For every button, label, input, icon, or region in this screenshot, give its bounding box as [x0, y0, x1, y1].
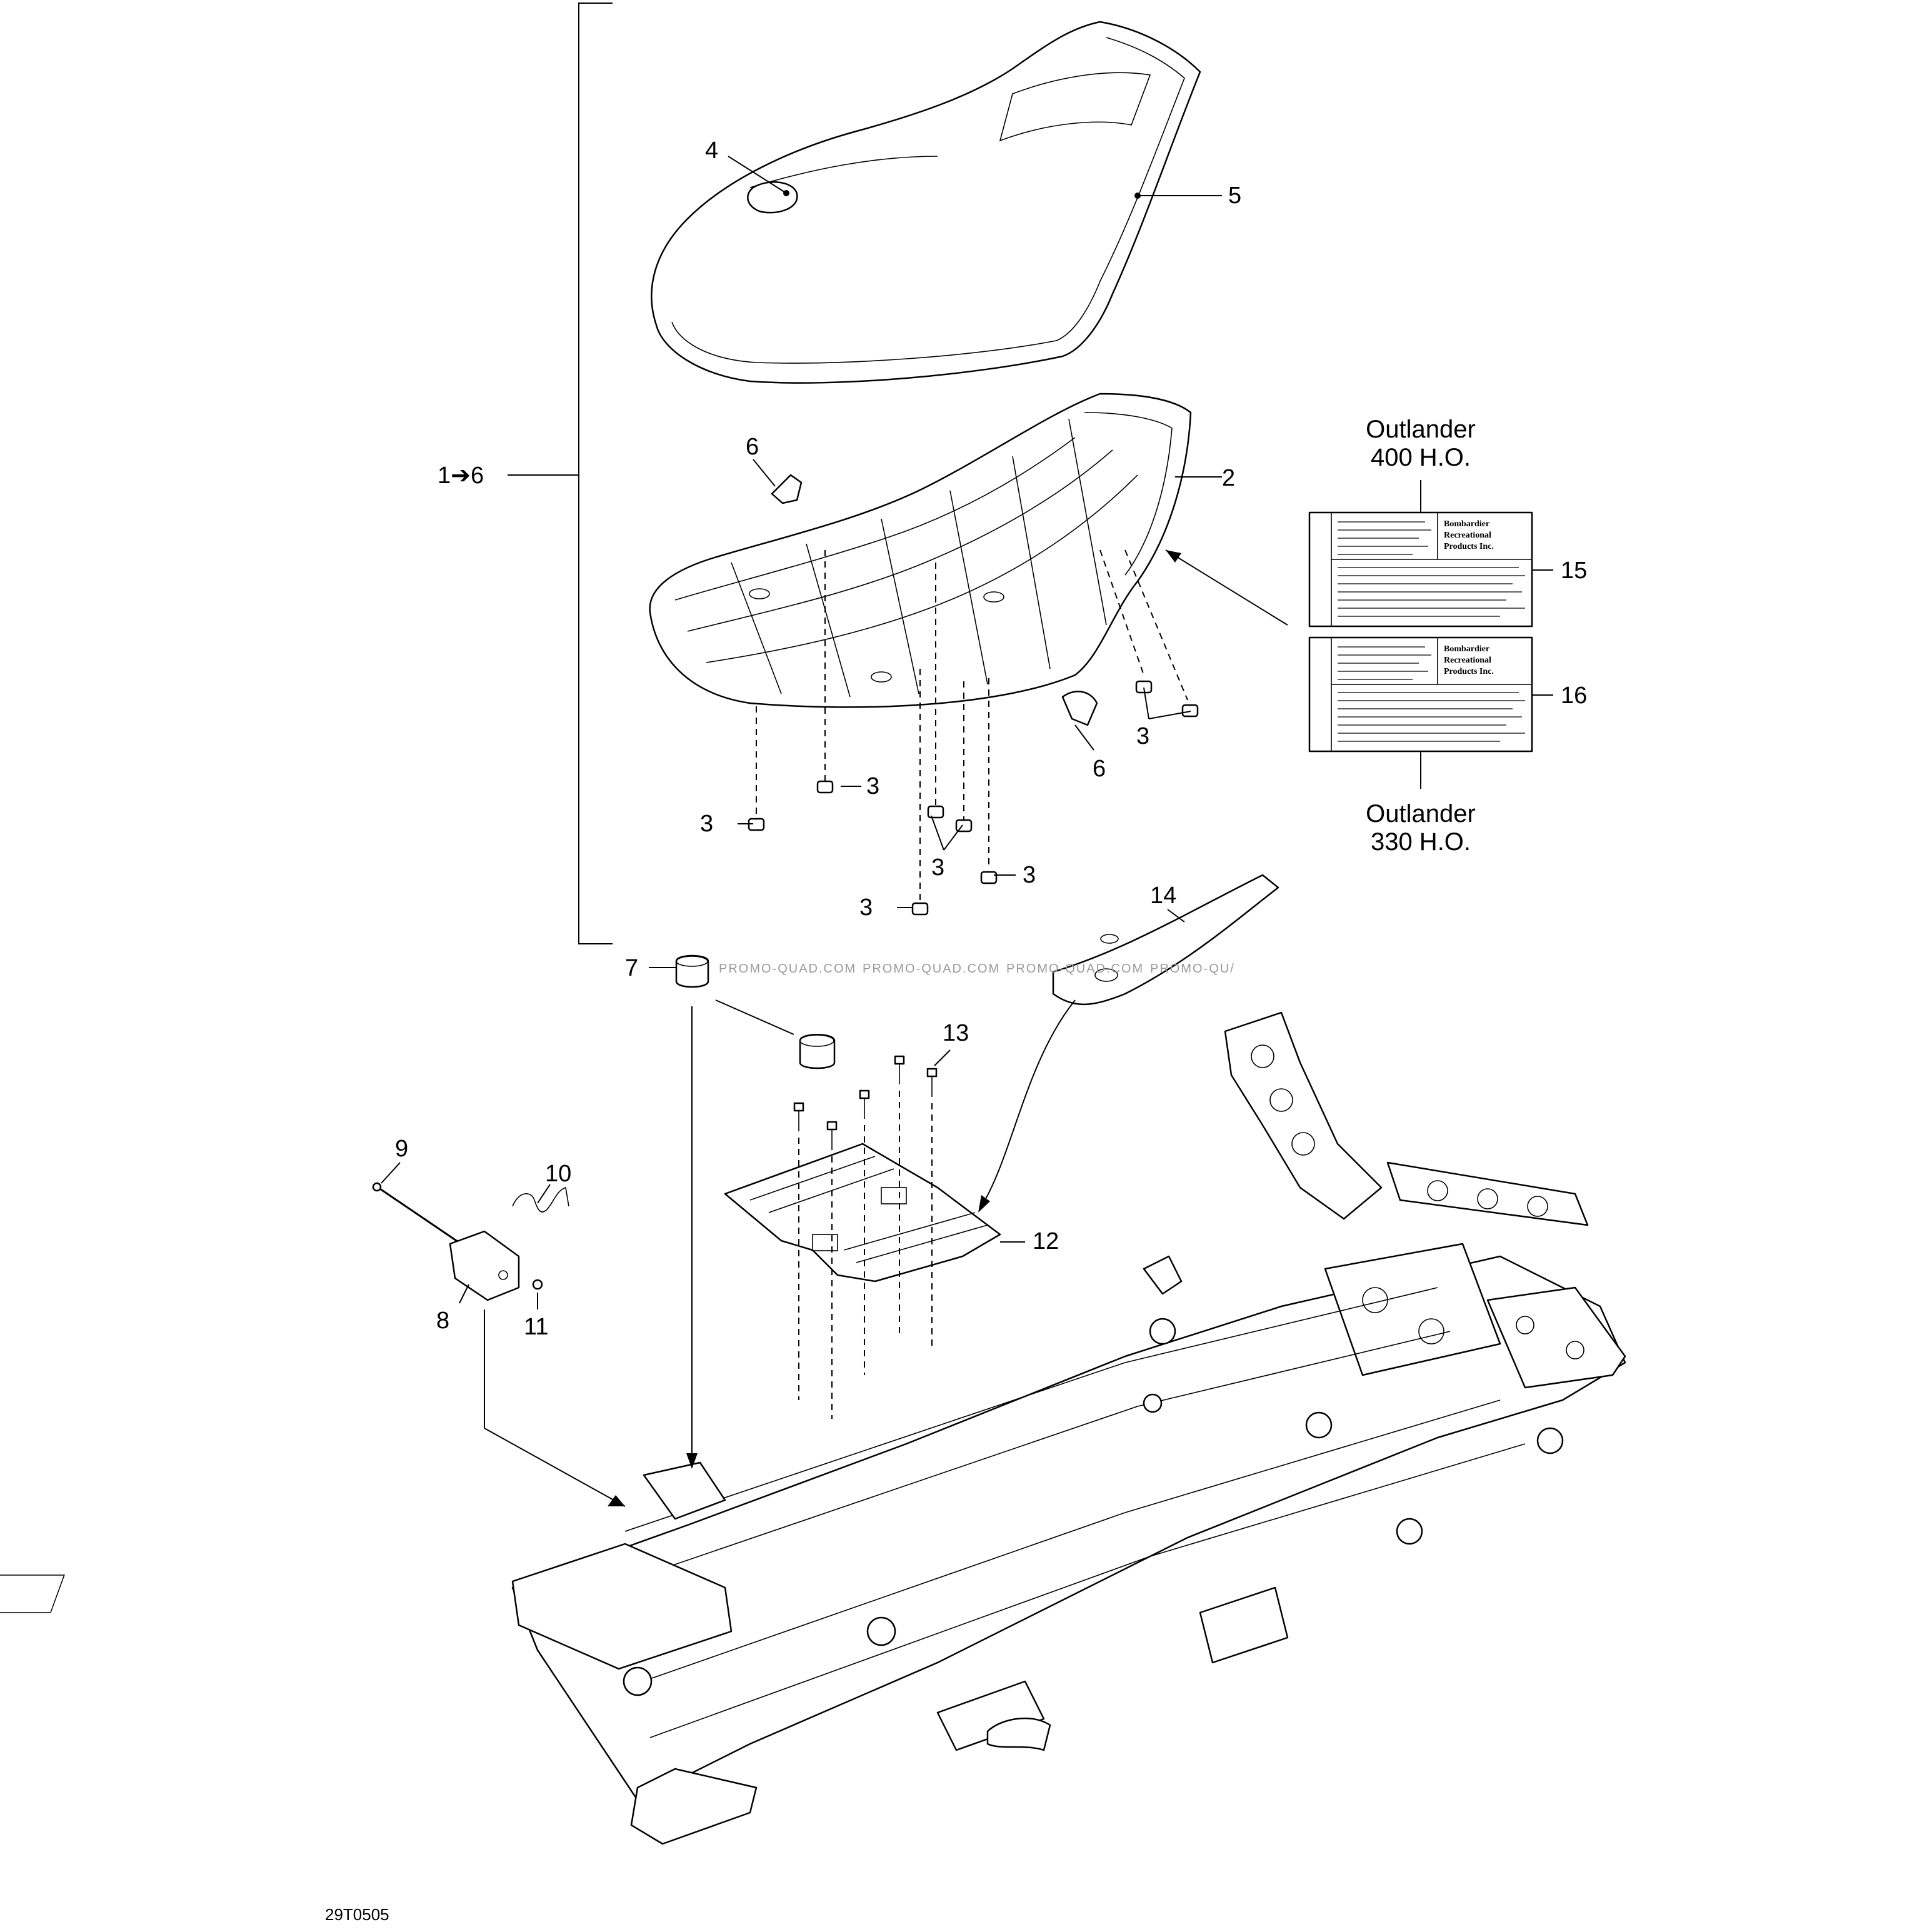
svg-text:Bombardier: Bombardier	[1444, 519, 1489, 529]
callout-9: 9	[395, 1136, 408, 1162]
seat-cover	[651, 21, 1201, 384]
watermark: PROMO-QUAD.COM PROMO-QUAD.COM PROMO-QUAD…	[719, 962, 1235, 976]
callout-3-a: 3	[866, 773, 879, 799]
model-bottom-line1: Outlander	[1366, 800, 1476, 828]
model-top-line1: Outlander	[1366, 416, 1476, 443]
callout-3-d: 3	[1023, 862, 1036, 888]
callout-14: 14	[1150, 883, 1176, 909]
vehicle-frame	[0, 1011, 1626, 1845]
grommet-7	[675, 954, 836, 1069]
callout-11: 11	[524, 1314, 548, 1340]
svg-text:Products Inc.: Products Inc.	[1444, 667, 1494, 676]
callout-leaders	[381, 156, 1553, 1309]
callout-3-e: 3	[859, 894, 873, 921]
svg-text:PROMO-QU/: PROMO-QU/	[1150, 962, 1235, 976]
bolts-13	[793, 1055, 938, 1150]
model-labels: Outlander 400 H.O. Outlander 330 H.O.	[1366, 416, 1476, 856]
rubber-bumpers	[748, 549, 1199, 916]
assembly-bracket-1-6	[508, 3, 613, 944]
callout-6-upper: 6	[746, 434, 759, 460]
callout-16: 16	[1561, 683, 1587, 709]
svg-text:PROMO-QUAD.COM: PROMO-QUAD.COM	[1006, 962, 1144, 976]
callout-3-f: 3	[1136, 723, 1149, 749]
heat-shield	[1052, 874, 1279, 1006]
seat-clip-lower	[1061, 691, 1098, 726]
seat-base	[649, 393, 1192, 708]
svg-text:Recreational: Recreational	[1444, 531, 1491, 540]
svg-text:Products Inc.: Products Inc.	[1444, 542, 1494, 551]
svg-text:Recreational: Recreational	[1444, 656, 1491, 665]
seat-latch-assembly	[372, 1182, 626, 1507]
svg-text:Bombardier: Bombardier	[1444, 644, 1489, 654]
callout-1-6: 1➔6	[438, 463, 484, 489]
assembly-arrows	[686, 999, 1076, 1469]
callout-2: 2	[1222, 465, 1235, 491]
model-top-line2: 400 H.O.	[1371, 444, 1471, 471]
model-bottom-line2: 330 H.O.	[1371, 828, 1471, 856]
callout-3-b: 3	[700, 811, 713, 837]
seat-clip-upper	[771, 474, 803, 504]
callout-13: 13	[943, 1020, 969, 1046]
callout-3-c: 3	[931, 854, 944, 881]
callout-12: 12	[1033, 1228, 1059, 1254]
callout-5: 5	[1228, 183, 1241, 209]
callout-8: 8	[436, 1308, 449, 1334]
floor-plate	[724, 1091, 1001, 1419]
callout-6-lower: 6	[1093, 756, 1106, 782]
callout-labels: 1➔6 2 4 5 6 6 3 3 3 3 3 3 7 8 9 10 11 12…	[395, 138, 1587, 1340]
svg-text:PROMO-QUAD.COM: PROMO-QUAD.COM	[719, 962, 856, 976]
svg-text:PROMO-QUAD.COM: PROMO-QUAD.COM	[863, 962, 1000, 976]
emission-label-400: Bombardier Recreational Products Inc.	[1308, 511, 1533, 628]
callout-4: 4	[705, 138, 718, 164]
emission-label-330: Bombardier Recreational Products Inc.	[1308, 636, 1533, 753]
callout-15: 15	[1561, 558, 1587, 584]
diagram-code: 29T0505	[325, 1905, 389, 1924]
callout-7: 7	[625, 955, 638, 981]
callout-10: 10	[545, 1161, 571, 1187]
